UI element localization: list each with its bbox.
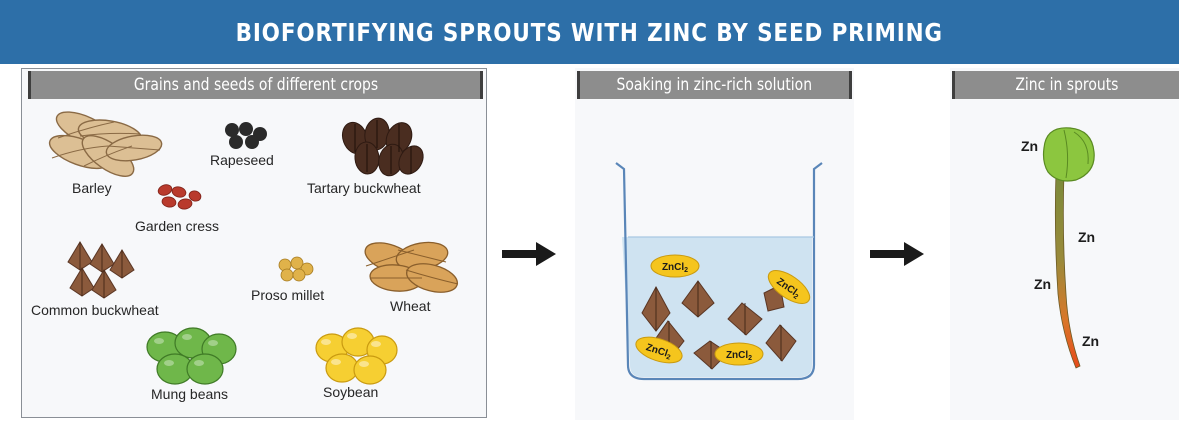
page-title: BIOFORTIFYING SPROUTS WITH ZINC BY SEED …: [236, 18, 943, 47]
common-buckwheat-label: Common buckwheat: [31, 302, 159, 318]
zncl2-pill: ZnCl2: [764, 275, 814, 299]
zn-label-leaf: Zn: [1021, 138, 1038, 154]
soybean-icon: [312, 326, 402, 386]
proso-millet-seeds-icon: [275, 257, 315, 281]
wheat-seeds-icon: [362, 240, 462, 298]
zn-label-mid-stem: Zn: [1034, 276, 1051, 292]
zncl2-pill: ZnCl2: [714, 342, 764, 366]
rapeseed-seeds-icon: [222, 122, 272, 152]
mung-beans-label: Mung beans: [151, 386, 228, 402]
arrow-right-icon: [870, 241, 926, 267]
soybean-label: Soybean: [323, 384, 378, 400]
grains-panel-label: Grains and seeds of different crops: [28, 71, 483, 99]
sprout-icon: [1040, 124, 1120, 374]
tartary-buckwheat-label: Tartary buckwheat: [307, 180, 421, 196]
barley-label: Barley: [72, 180, 112, 196]
common-buckwheat-seeds-icon: [62, 240, 142, 302]
garden-cress-label: Garden cress: [135, 218, 219, 234]
zncl2-pill: ZnCl2: [634, 338, 684, 362]
soaking-panel-label: Soaking in zinc-rich solution: [577, 71, 852, 99]
title-banner: BIOFORTIFYING SPROUTS WITH ZINC BY SEED …: [0, 0, 1179, 64]
garden-cress-seeds-icon: [155, 182, 205, 212]
mung-beans-icon: [143, 327, 243, 387]
zn-label-root: Zn: [1082, 333, 1099, 349]
barley-seeds-icon: [36, 108, 166, 178]
tartary-buckwheat-seeds-icon: [335, 120, 425, 180]
arrow-right-icon: [502, 241, 558, 267]
proso-millet-label: Proso millet: [251, 287, 324, 303]
wheat-label: Wheat: [390, 298, 430, 314]
sprouts-panel-label: Zinc in sprouts: [952, 71, 1179, 99]
rapeseed-label: Rapeseed: [210, 152, 274, 168]
zncl2-pill: ZnCl2: [650, 254, 700, 278]
zn-label-upper-stem: Zn: [1078, 229, 1095, 245]
